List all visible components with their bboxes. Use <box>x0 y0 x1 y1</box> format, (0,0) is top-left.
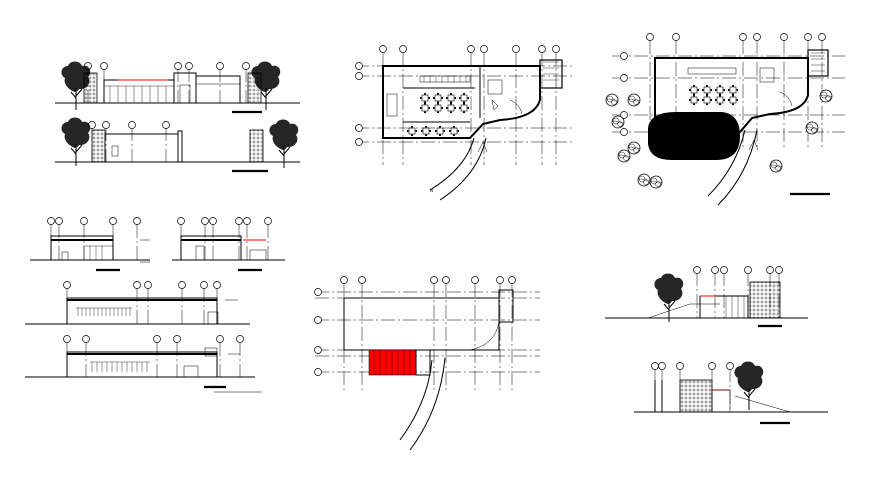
elevation-3-view <box>605 266 808 328</box>
side-elevation-view <box>55 117 300 173</box>
roof-plan-view <box>314 276 540 451</box>
roof-highlight-area <box>368 349 417 376</box>
section-d-view <box>25 335 262 393</box>
elevation-4-view <box>634 361 828 425</box>
section-b-view <box>172 217 285 272</box>
north-arrow-label: N <box>430 188 433 193</box>
section-a-view <box>30 217 150 272</box>
front-elevation-view <box>55 61 300 114</box>
site-plan-view <box>605 33 845 206</box>
floor-plan-view: N <box>355 45 575 201</box>
section-c-view <box>25 281 250 325</box>
